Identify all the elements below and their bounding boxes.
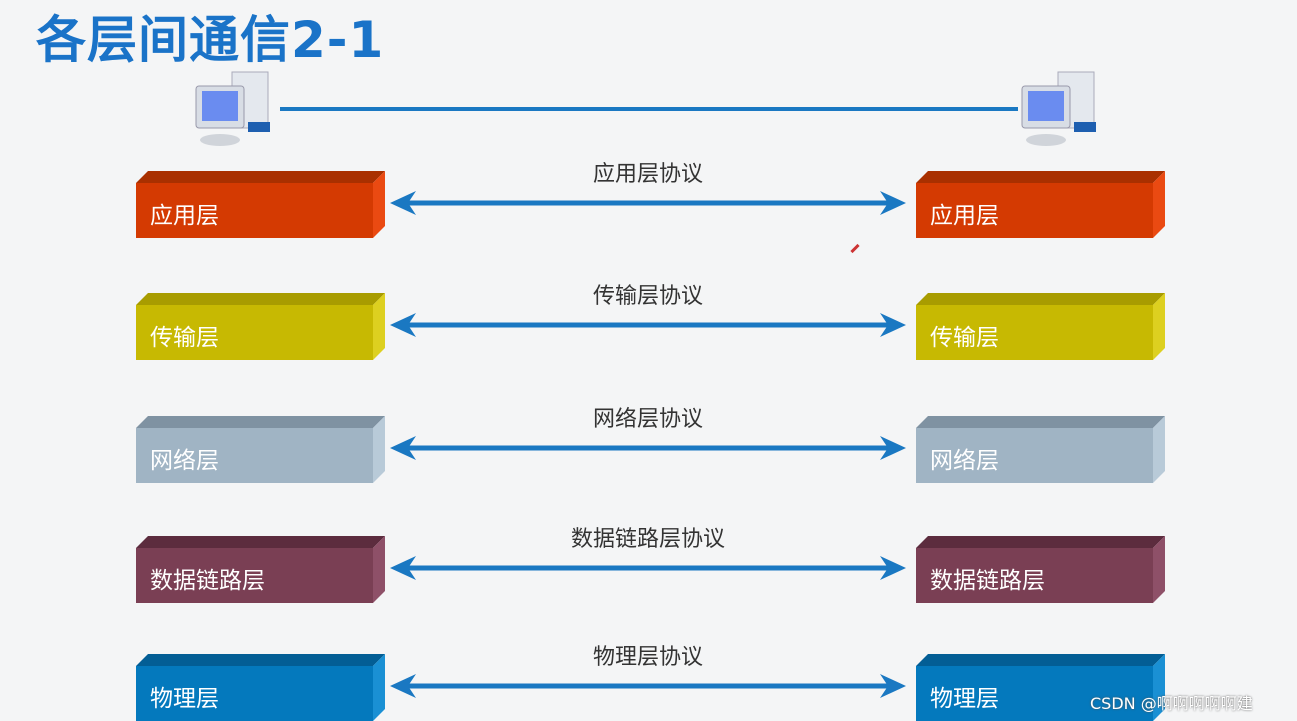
network-link-line xyxy=(280,107,1018,111)
box-front xyxy=(916,548,1153,603)
layer-label: 应用层 xyxy=(150,203,219,229)
bidirectional-arrow xyxy=(390,674,906,698)
box-front xyxy=(136,548,373,603)
layer-label: 物理层 xyxy=(150,686,219,712)
layer-label: 数据链路层 xyxy=(150,568,265,594)
right-layer-box: 应用层 xyxy=(916,171,1165,238)
box-top xyxy=(136,293,385,305)
box-side xyxy=(373,654,385,721)
box-side xyxy=(1153,416,1165,483)
box-front xyxy=(136,305,373,360)
right-layer-box: 数据链路层 xyxy=(916,536,1165,603)
bidirectional-arrow xyxy=(390,556,906,580)
box-side xyxy=(373,171,385,238)
box-side xyxy=(1153,536,1165,603)
protocol-label: 网络层协议 xyxy=(592,407,703,432)
right-layer-box: 网络层 xyxy=(916,416,1165,483)
box-front xyxy=(916,428,1153,483)
left-layer-box: 网络层 xyxy=(136,416,385,483)
box-top xyxy=(916,171,1165,183)
box-top xyxy=(136,171,385,183)
box-side xyxy=(1153,654,1165,721)
layer-label: 数据链路层 xyxy=(930,568,1045,594)
box-top xyxy=(916,654,1165,666)
computer-icon xyxy=(195,71,270,146)
box-side xyxy=(1153,293,1165,360)
box-top xyxy=(136,654,385,666)
layer-label: 传输层 xyxy=(150,325,219,351)
watermark: CSDN @啊啊啊啊啊建 xyxy=(1090,694,1253,713)
layer-label: 应用层 xyxy=(930,203,999,229)
protocol-label: 物理层协议 xyxy=(592,645,703,670)
box-top xyxy=(136,416,385,428)
box-top xyxy=(916,536,1165,548)
box-front xyxy=(136,666,373,721)
box-front xyxy=(136,183,373,238)
layer-label: 网络层 xyxy=(930,448,999,474)
box-front xyxy=(916,666,1153,721)
protocol-label: 数据链路层协议 xyxy=(570,527,725,552)
protocol-label: 传输层协议 xyxy=(592,284,703,309)
box-side xyxy=(1153,171,1165,238)
bidirectional-arrow xyxy=(390,313,906,337)
page-title: 各层间通信2-1 xyxy=(36,11,385,69)
box-side xyxy=(373,536,385,603)
box-top xyxy=(916,416,1165,428)
box-front xyxy=(916,183,1153,238)
bidirectional-arrow xyxy=(390,436,906,460)
left-layer-box: 应用层 xyxy=(136,171,385,238)
left-layer-box: 传输层 xyxy=(136,293,385,360)
computer-icon xyxy=(1021,71,1096,146)
box-top xyxy=(136,536,385,548)
bidirectional-arrow xyxy=(390,191,906,215)
box-side xyxy=(373,416,385,483)
box-side xyxy=(373,293,385,360)
box-front xyxy=(136,428,373,483)
right-layer-box: 物理层 xyxy=(916,654,1165,721)
box-front xyxy=(916,305,1153,360)
left-layer-box: 数据链路层 xyxy=(136,536,385,603)
left-layer-box: 物理层 xyxy=(136,654,385,721)
layer-label: 网络层 xyxy=(150,448,219,474)
right-layer-box: 传输层 xyxy=(916,293,1165,360)
layer-label: 传输层 xyxy=(930,325,999,351)
layer-label: 物理层 xyxy=(930,686,999,712)
pen-cursor-icon xyxy=(850,243,860,254)
box-top xyxy=(916,293,1165,305)
protocol-label: 应用层协议 xyxy=(592,162,703,187)
